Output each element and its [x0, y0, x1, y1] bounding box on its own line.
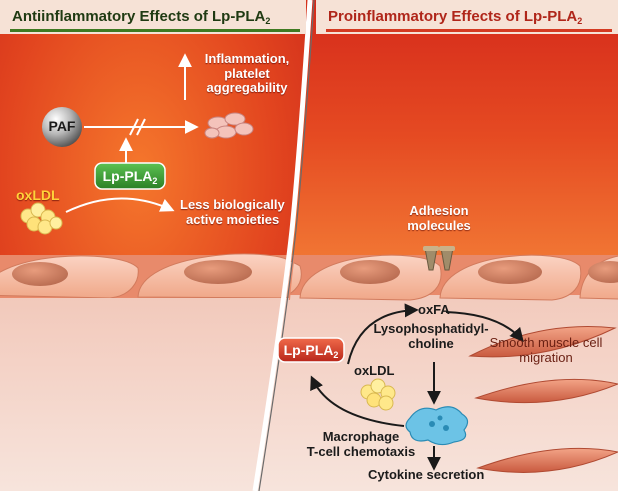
oxldl-right-label: oxLDL	[354, 363, 395, 378]
macrophage-to-enzyme-arrow	[310, 375, 405, 427]
smc-migration-label: Smooth muscle cell migration	[489, 335, 603, 365]
macrophage-chemotaxis-label: Macrophage T-cell chemotaxis	[306, 429, 416, 459]
inflammation-label: Inflammation, platelet aggregability	[204, 51, 290, 96]
left-title-bar	[0, 0, 306, 34]
block-mark-2	[136, 118, 146, 136]
lp-pla2-green-label: Lp-PLA2	[102, 168, 158, 186]
panel-divider-shadow	[258, 0, 315, 491]
oxfa-to-smc-arrow	[445, 311, 524, 343]
oxfa-label: oxFA	[418, 302, 450, 317]
adhesion-molecules-label: Adhesion molecules	[407, 203, 471, 233]
platelet-cluster	[204, 112, 254, 139]
left-title-underline	[10, 29, 300, 32]
enzyme-to-oxfa-arrow	[347, 303, 419, 365]
left-endothelium	[0, 253, 295, 300]
left-tissue	[0, 298, 289, 491]
paf-sphere	[42, 107, 82, 147]
right-title-bar	[316, 0, 618, 34]
left-panel-title: Antiinflammatory Effects of Lp-PLA2	[12, 8, 271, 26]
paf-label: PAF	[48, 118, 76, 134]
lp-pla2-red-pill	[277, 337, 345, 363]
lp-pla2-green-pill	[94, 162, 166, 190]
oxldl-left-cluster	[20, 202, 63, 235]
block-mark-1	[129, 118, 139, 136]
oxldl-right-cluster	[360, 378, 396, 411]
lp-pla2-red-label: Lp-PLA2	[283, 342, 339, 360]
panel-divider	[252, 0, 313, 491]
less-active-label: Less biologically active moieties	[180, 197, 285, 227]
adhesion-molecules-icon	[423, 246, 455, 271]
lysophosphatidylcholine-label: Lysophosphatidyl- choline	[373, 321, 489, 351]
oxldl-left-label: oxLDL	[16, 187, 60, 203]
right-title-underline	[326, 29, 612, 32]
right-panel-title: Proinflammatory Effects of Lp-PLA2	[328, 8, 583, 26]
smooth-muscle-cells	[468, 326, 618, 473]
cytokine-secretion-label: Cytokine secretion	[368, 467, 485, 482]
oxldl-curve-arrow	[65, 197, 175, 213]
macrophage-icon	[405, 406, 469, 446]
